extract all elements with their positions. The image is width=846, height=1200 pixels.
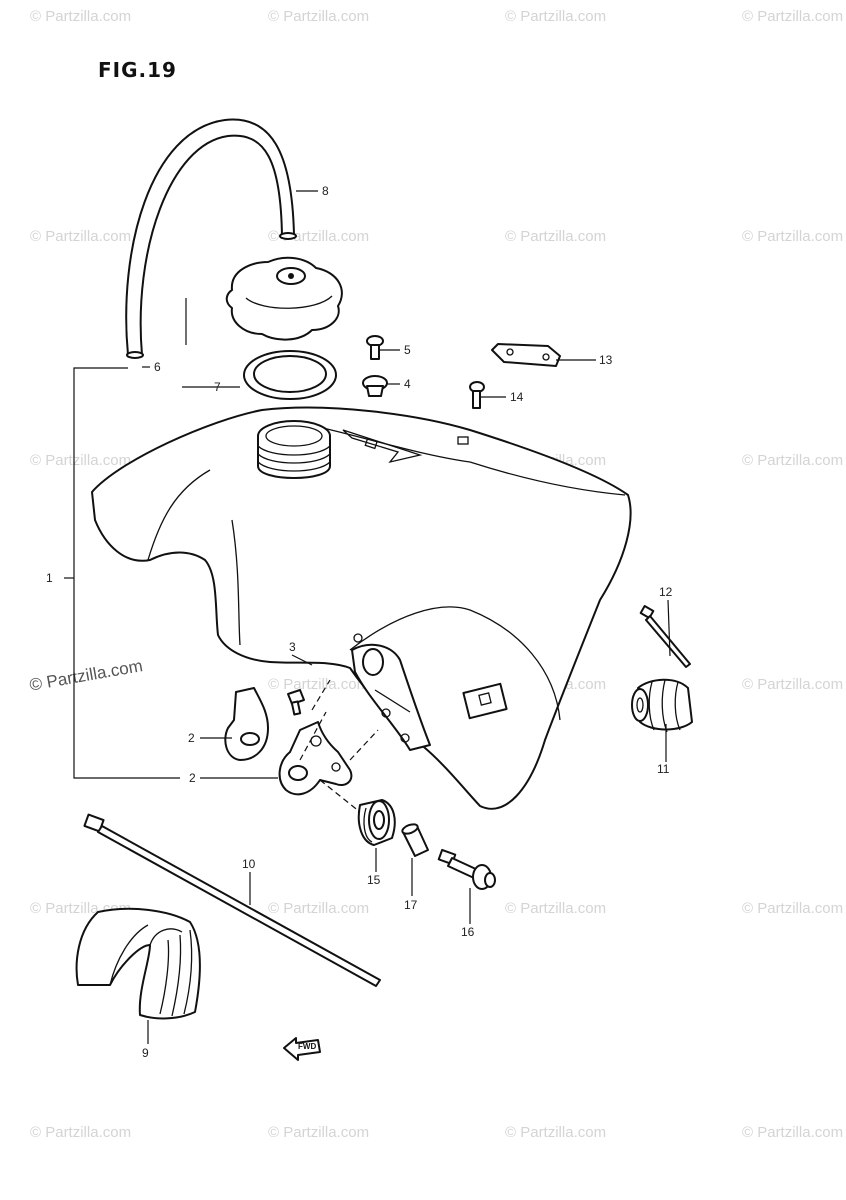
watermark: © Partzilla.com <box>742 1124 844 1141</box>
plate-13[interactable] <box>491 343 561 367</box>
callout-9: 9 <box>142 1046 149 1060</box>
cable-tie-12[interactable] <box>639 605 691 668</box>
watermark: © Partzilla.com <box>268 8 370 25</box>
watermark: © Partzilla.com <box>505 1124 607 1141</box>
callout-2-lower: 2 <box>189 771 196 785</box>
callout-15: 15 <box>367 873 381 887</box>
callout-2-upper: 2 <box>188 731 195 745</box>
watermark: © Partzilla.com <box>268 676 370 693</box>
callout-4: 4 <box>404 377 411 391</box>
watermark: © Partzilla.com <box>30 452 132 469</box>
bolt-3[interactable] <box>287 689 305 716</box>
watermark: © Partzilla.com <box>30 228 132 245</box>
callout-5: 5 <box>404 343 411 357</box>
callout-12: 12 <box>659 585 673 599</box>
watermark: © Partzilla.com <box>30 8 132 25</box>
screw-5[interactable] <box>366 335 384 360</box>
cushion-4[interactable] <box>362 375 388 397</box>
callout-16: 16 <box>461 925 475 939</box>
grommet-15[interactable] <box>357 799 396 846</box>
collar-17[interactable] <box>401 823 429 857</box>
fuel-tank[interactable] <box>91 406 632 810</box>
watermark: © Partzilla.com <box>742 8 844 25</box>
watermark: © Partzilla.com <box>742 228 844 245</box>
callout-10: 10 <box>242 857 256 871</box>
callout-7: 7 <box>214 380 221 394</box>
forward-arrow-label: FWD <box>298 1042 317 1051</box>
watermark: © Partzilla.com <box>268 1124 370 1141</box>
cap-gasket[interactable] <box>243 350 337 400</box>
figure-title: FIG.19 <box>98 58 177 82</box>
watermark: © Partzilla.com <box>505 900 607 917</box>
watermark: © Partzilla.com <box>742 452 844 469</box>
rubber-guard-9[interactable] <box>75 907 201 1020</box>
fuel-cap[interactable] <box>225 256 343 341</box>
rubber-mount-11[interactable] <box>631 678 693 733</box>
callout-3: 3 <box>289 640 296 654</box>
callout-1: 1 <box>46 571 53 585</box>
bolt-16[interactable] <box>437 848 496 890</box>
callout-11: 11 <box>657 762 670 776</box>
callout-14: 14 <box>510 390 524 404</box>
leader-lines <box>64 190 671 1044</box>
callout-6: 6 <box>154 360 161 374</box>
callout-8: 8 <box>322 184 329 198</box>
watermark: © Partzilla.com <box>505 8 607 25</box>
watermark: © Partzilla.com <box>742 900 844 917</box>
cable-tie-10[interactable] <box>83 813 381 987</box>
forward-arrow-icon <box>283 1037 321 1061</box>
breather-hose[interactable] <box>125 118 297 359</box>
bolt-14[interactable] <box>469 381 485 409</box>
callout-13: 13 <box>599 353 613 367</box>
watermark: © Partzilla.com <box>742 676 844 693</box>
callout-17: 17 <box>404 898 418 912</box>
watermark: © Partzilla.com <box>505 228 607 245</box>
watermark: © Partzilla.com <box>268 900 370 917</box>
bracket-2-upper[interactable] <box>224 687 269 761</box>
watermark: © Partzilla.com <box>30 1124 132 1141</box>
bracket-2-lower[interactable] <box>278 721 353 796</box>
